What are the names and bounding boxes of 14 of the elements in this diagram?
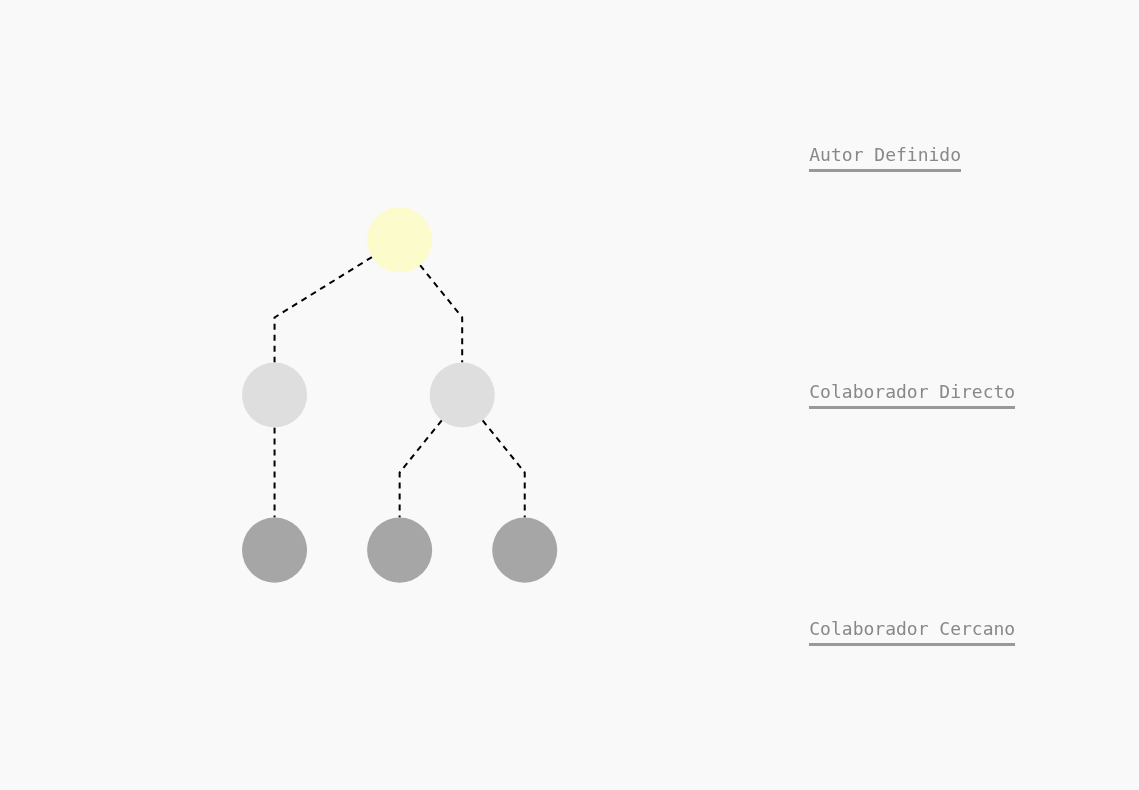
- connector: [273, 256, 373, 364]
- connector: [398, 419, 443, 519]
- level-label: Colaborador Directo: [809, 381, 1016, 409]
- connector: [273, 426, 276, 519]
- node-circle: [367, 517, 433, 583]
- connector: [481, 419, 526, 519]
- node-circle: [367, 207, 433, 273]
- connector: [419, 264, 464, 364]
- level-label: Colaborador Cercano: [809, 617, 1016, 646]
- node-circle: [242, 517, 308, 583]
- level-label: Autor Definido: [809, 144, 961, 173]
- node-circle: [429, 362, 495, 428]
- node-circle: [492, 517, 558, 583]
- node-circle: [242, 362, 308, 428]
